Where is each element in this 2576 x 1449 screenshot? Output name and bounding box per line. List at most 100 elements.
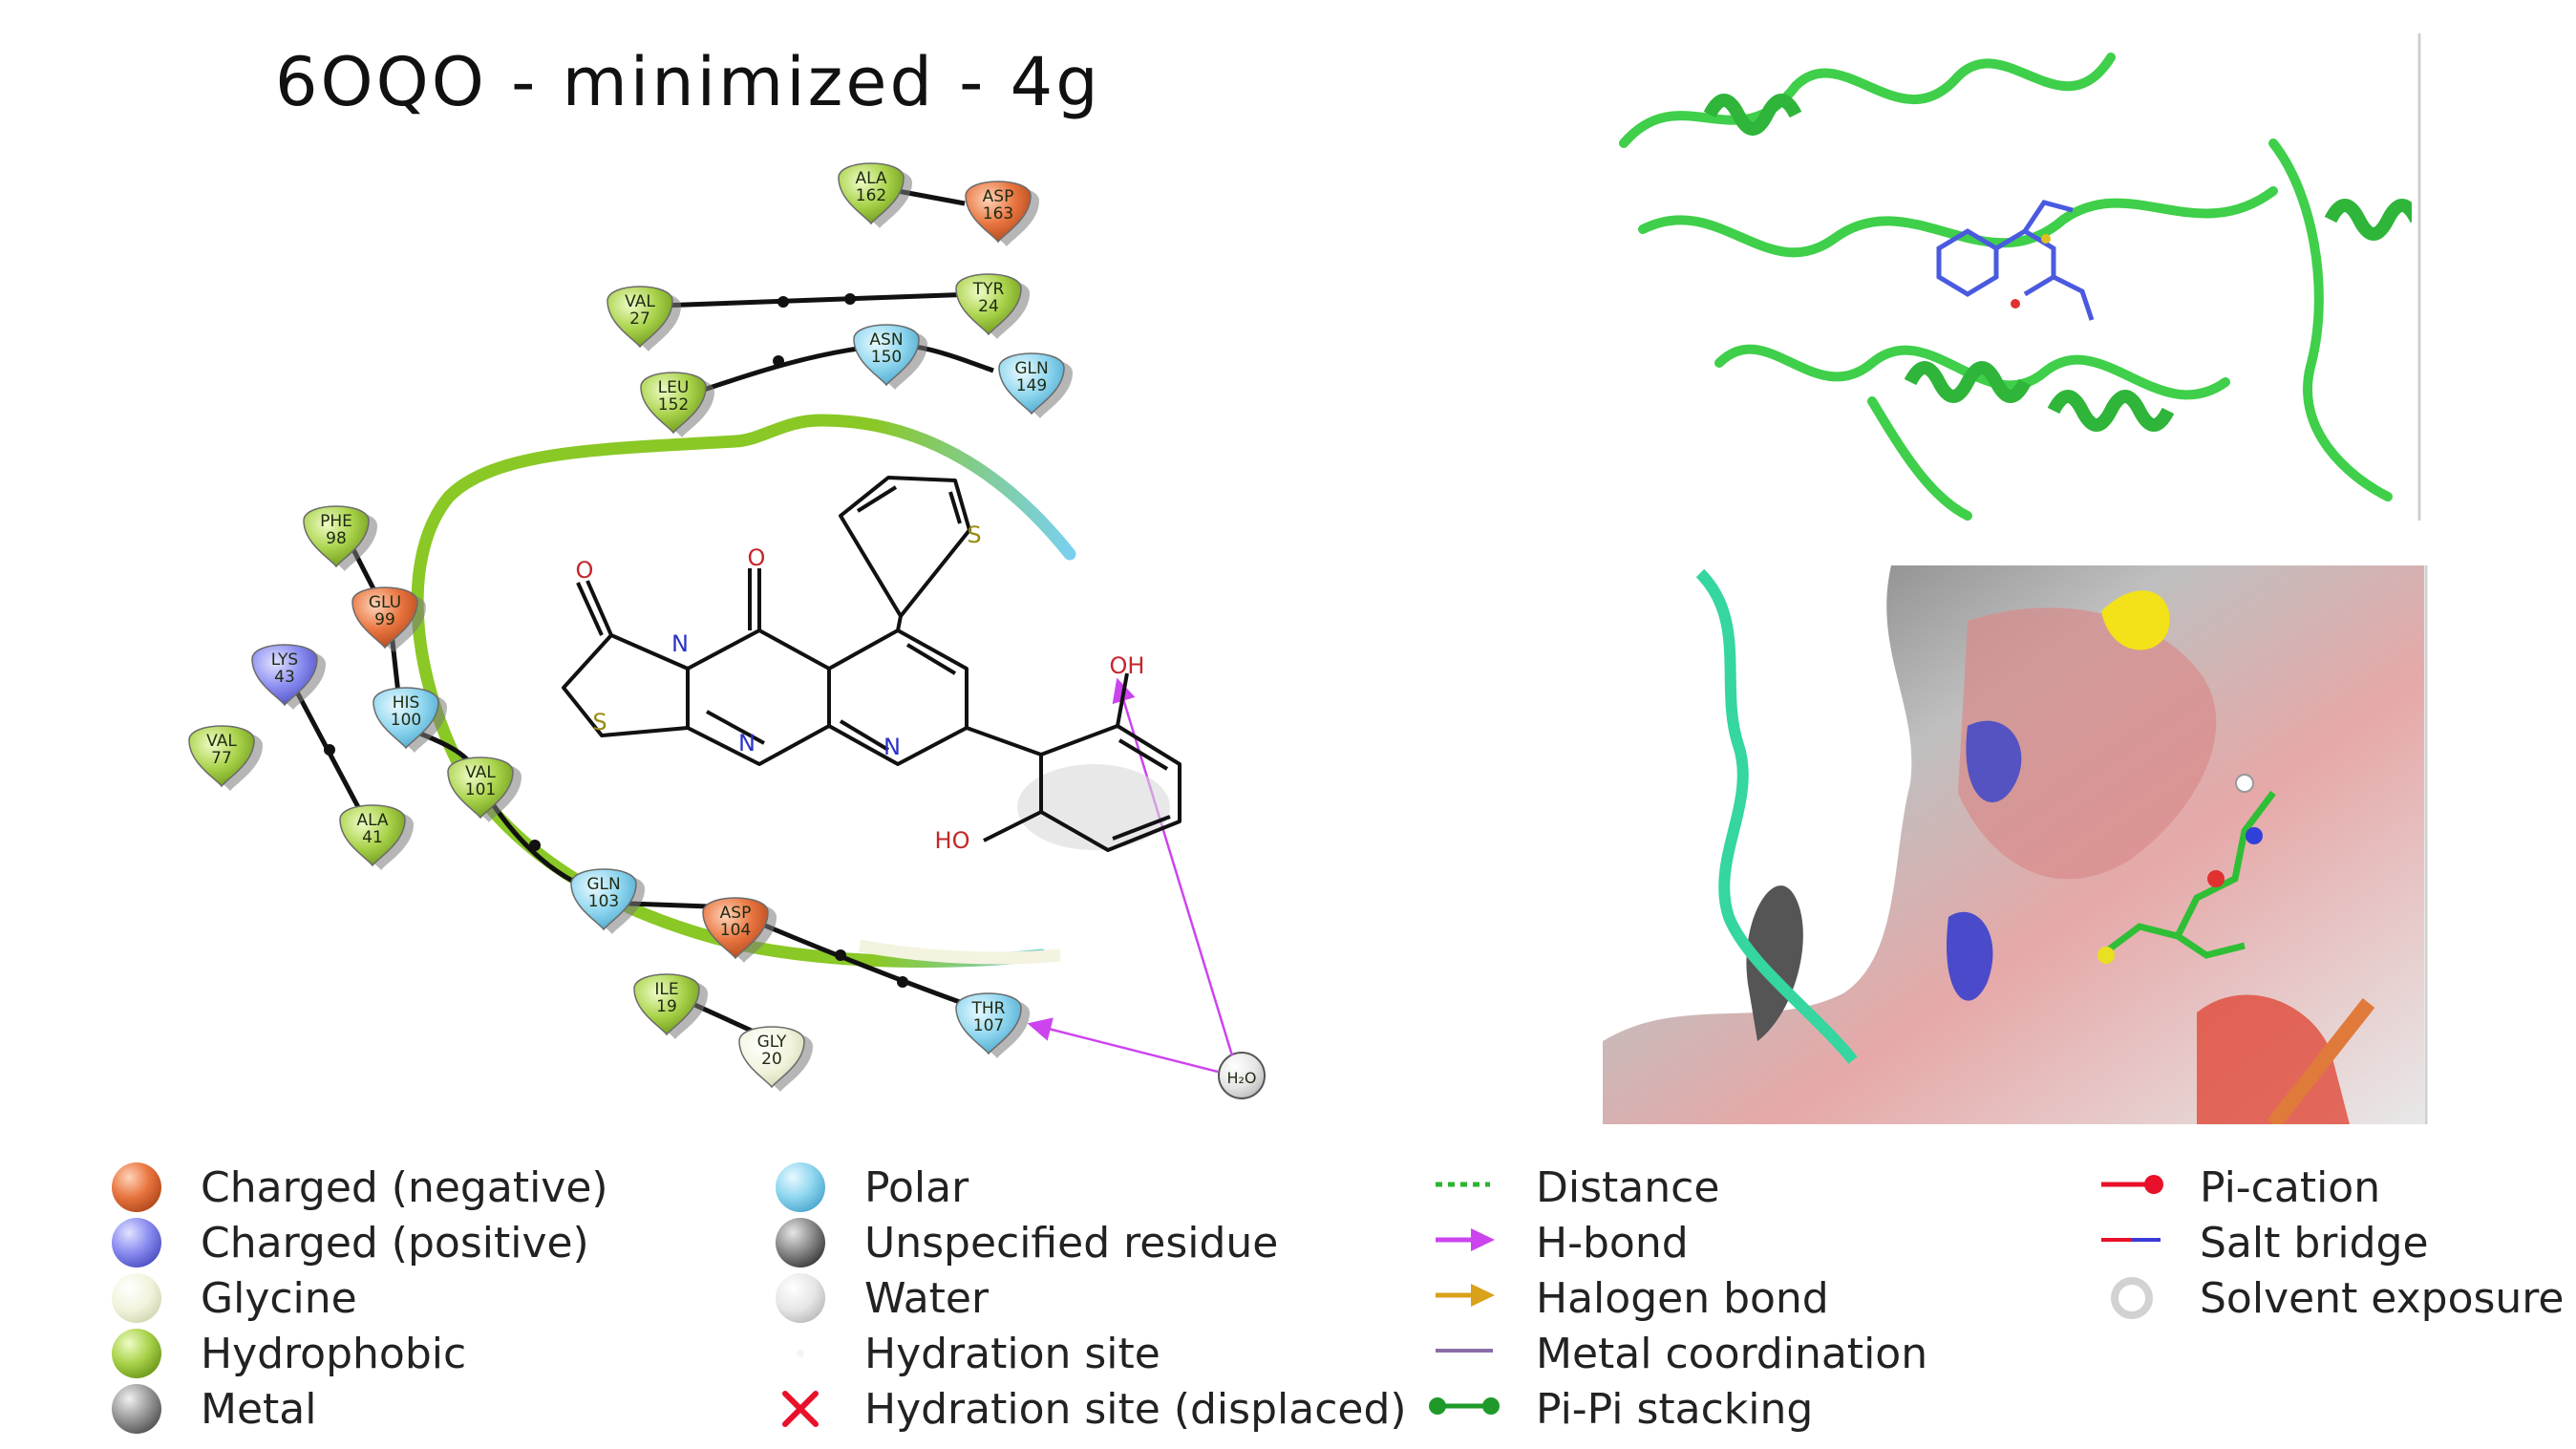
protein-surface-image [1603,565,2424,1124]
legend-label-glycine: Glycine [201,1274,357,1323]
page-title: 6OQO - minimized - 4g [275,43,1101,121]
residue-number: 98 [326,529,347,548]
atom-o-pyrimidinone: O [748,544,766,571]
atom-n-pyridine: N [884,734,901,760]
legend-label-charged-negative: Charged (negative) [201,1163,608,1212]
residue-number: 41 [362,828,383,847]
legend-label-polar: Polar [864,1163,969,1212]
legend-label-solvent-exposure: Solvent exposure [2200,1274,2565,1323]
residue-number: 150 [871,348,902,367]
residue-number: 163 [983,204,1013,224]
protein-ribbon-image [1614,33,2412,521]
atom-n-bridge: N [671,630,689,657]
residue-name: ALA [855,169,886,188]
residue-number: 107 [973,1016,1004,1035]
residue-number: 149 [1016,376,1047,395]
legend-marker-hydration-site [797,1350,804,1357]
legend-marker-solvent-exposure [2111,1277,2153,1319]
hbond-water-oh [1112,677,1234,1056]
residue-number: 162 [856,186,886,205]
residue-number: 77 [211,749,232,768]
residue-number: 27 [629,309,650,329]
residue-number: 104 [720,921,751,940]
legend-marker-hbond [1436,1228,1495,1251]
atom-oh-lower: HO [935,827,970,854]
atom-s-thiazol: S [592,709,607,735]
legend-marker-hydrophobic [112,1329,161,1378]
backbone-joints [324,293,908,988]
legend-label-charged-positive: Charged (positive) [201,1219,589,1268]
ligand-stick-model [1936,200,2095,321]
residue-number: 152 [658,395,689,415]
residue-number: 100 [391,711,421,730]
residue-name: ALA [356,811,388,830]
residue-number: 24 [978,297,999,316]
residue-name: GLN [586,875,620,894]
residue-name: LYS [271,650,298,670]
residue-number: 103 [588,892,619,911]
residue-name: GLN [1014,359,1048,378]
residue-name: VAL [465,763,496,782]
water-label: H₂O [1226,1069,1256,1087]
legend-marker-unspecified [776,1218,825,1268]
legend-marker-charged-negative [112,1162,161,1212]
residue-number: 20 [761,1050,782,1069]
water-molecule: H₂O [1218,1052,1266,1099]
legend-marker-glycine [112,1273,161,1323]
solvent-exposure-fade [858,939,1061,965]
residue-name: THR [971,999,1006,1018]
hbond-water-thr107 [1027,1017,1219,1074]
legend-label-pi-cation: Pi-cation [2200,1163,2380,1212]
ligand-ball-stick [2098,790,2276,959]
legend-marker-metal [112,1384,161,1434]
atom-n-pyrimidine: N [738,730,756,756]
residue-number: 101 [465,780,496,799]
residue-name: VAL [206,732,237,751]
legend-label-metal: Metal [201,1385,316,1434]
residue-name: ILE [654,980,678,999]
residue-name: ASP [983,187,1014,206]
legend-label-distance: Distance [1536,1163,1719,1212]
legend-label-metal-coordination: Metal coordination [1536,1330,1927,1378]
legend-marker-polar [776,1162,825,1212]
legend-marker-water [776,1273,825,1323]
residue-name: HIS [393,693,420,713]
residue-name: PHE [320,512,352,531]
residue-name: LEU [658,378,690,397]
legend-label-water: Water [864,1274,990,1323]
legend-label-pipi: Pi-Pi stacking [1536,1385,1813,1434]
ligand-atom-labels: O O N N N S S OH HO [576,522,1145,854]
legend: Charged (negative) Charged (positive) Gl… [112,1162,2565,1434]
ligand-structure [562,476,1182,852]
legend-marker-pi-cation [2101,1175,2163,1194]
residue-number: 19 [656,997,677,1016]
legend-marker-charged-positive [112,1218,161,1268]
binding-pocket-outline [411,414,1076,969]
legend-label-hydration-site: Hydration site [864,1330,1160,1378]
residue-name: GLY [757,1033,787,1052]
residue-name: ASP [720,904,752,923]
legend-label-salt-bridge: Salt bridge [2200,1219,2429,1268]
residue-number: 43 [274,668,295,687]
residue-name: TYR [972,280,1005,299]
legend-marker-hydration-displaced [782,1391,819,1427]
residue-name: ASN [869,330,903,350]
residue-name: GLU [369,593,401,612]
legend-label-unspecified: Unspecified residue [864,1219,1278,1268]
